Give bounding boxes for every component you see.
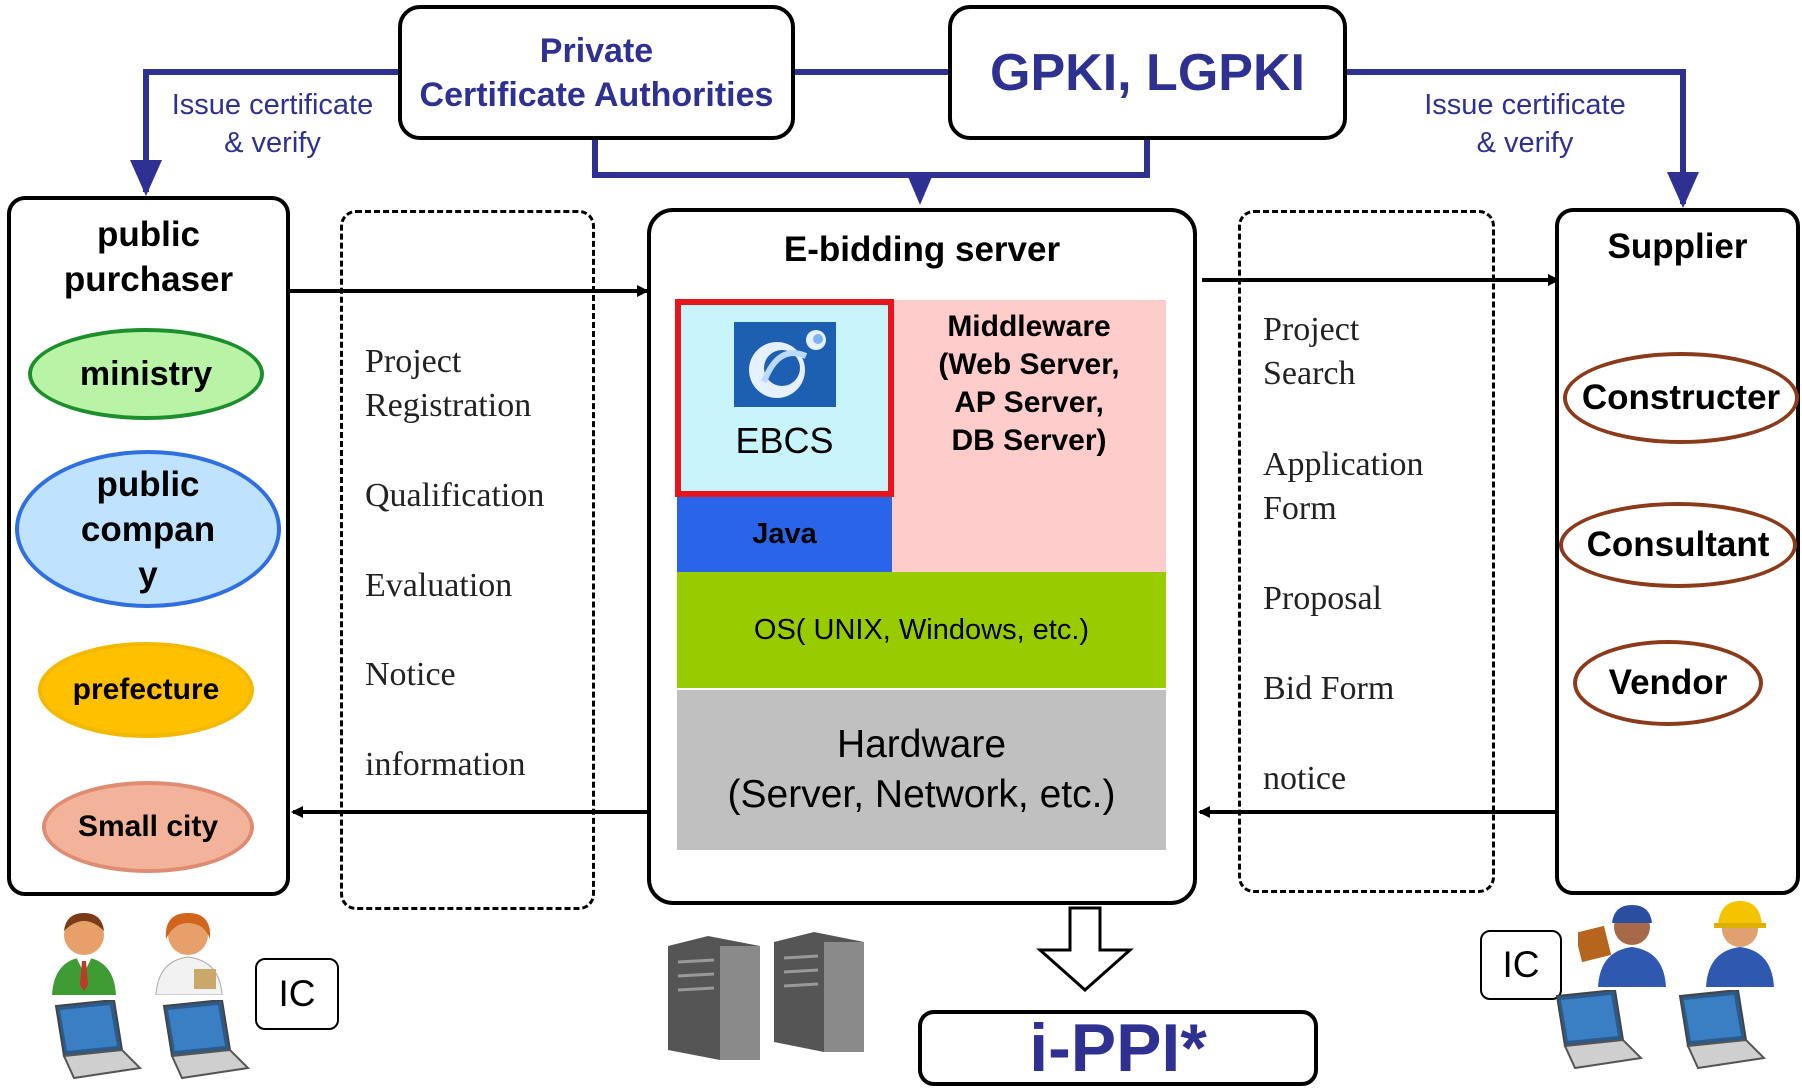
ca-to-server-arrow bbox=[906, 172, 934, 205]
purchaser-item-ministry: ministry bbox=[28, 328, 264, 420]
issue-label-right: Issue certificate & verify bbox=[1424, 89, 1626, 159]
supplier-flow-box bbox=[1238, 210, 1495, 893]
issue-line-right bbox=[1347, 69, 1686, 204]
supplier-title: Supplier bbox=[1607, 227, 1748, 266]
middleware-label: Middleware (Web Server, AP Server, DB Se… bbox=[938, 310, 1120, 457]
laptop-icon bbox=[44, 998, 143, 1085]
ic-label-left: IC bbox=[278, 973, 316, 1014]
ebcs-logo-icon bbox=[734, 322, 836, 407]
server-title: E-bidding server bbox=[783, 230, 1061, 269]
laptop-icon bbox=[152, 998, 251, 1085]
java-layer: Java bbox=[677, 496, 892, 572]
issue-arrow-right bbox=[1667, 172, 1699, 208]
supplier-step-proposal: Proposal bbox=[1263, 580, 1382, 617]
laptop-icon bbox=[1545, 988, 1644, 1075]
ic-box-left: IC bbox=[255, 958, 339, 1030]
ippi-box: i-PPI* bbox=[918, 1010, 1318, 1086]
os-layer: OS( UNIX, Windows, etc.) bbox=[677, 572, 1166, 688]
issue-label-left: Issue certificate & verify bbox=[171, 89, 374, 159]
supplier-builder-icon bbox=[1700, 895, 1780, 992]
hardware-label: Hardware (Server, Network, etc.) bbox=[727, 723, 1116, 816]
private-ca-label: Private Certificate Authorities bbox=[419, 31, 774, 114]
supplier-item-constructer: Constructer bbox=[1563, 352, 1799, 444]
ippi-label: i-PPI* bbox=[1029, 1010, 1207, 1086]
purchaser-step-qualification: Qualification bbox=[365, 477, 545, 514]
purchaser-item-small-city: Small city bbox=[42, 781, 254, 873]
purchaser-user-icon bbox=[44, 905, 124, 1000]
private-ca-box: Private Certificate Authorities bbox=[398, 5, 795, 140]
laptop-icon bbox=[1668, 988, 1767, 1075]
purchaser-staff-icon bbox=[150, 905, 232, 1000]
supplier-step-application-form: Application Form bbox=[1263, 446, 1424, 527]
purchaser-step-notice: Notice bbox=[365, 656, 456, 693]
middleware-layer bbox=[892, 300, 1166, 572]
java-label: Java bbox=[752, 517, 817, 550]
output-arrow bbox=[1036, 906, 1134, 993]
purchaser-item-prefecture: prefecture bbox=[38, 642, 254, 738]
purchaser-step-information: information bbox=[365, 746, 526, 783]
ebcs-label: EBCS bbox=[735, 420, 834, 461]
supplier-step-project-search: Project Search bbox=[1263, 311, 1360, 392]
os-label: OS( UNIX, Windows, etc.) bbox=[753, 613, 1090, 646]
hardware-layer: Hardware (Server, Network, etc.) bbox=[677, 690, 1166, 850]
supplier-item-vendor: Vendor bbox=[1573, 640, 1763, 726]
supplier-item-consultant: Consultant bbox=[1559, 502, 1797, 588]
purchaser-step-evaluation: Evaluation bbox=[365, 567, 513, 604]
purchaser-step-registration: Project Registration bbox=[365, 343, 532, 424]
supplier-step-notice: notice bbox=[1263, 760, 1347, 797]
purchaser-item-public-company: public compan y bbox=[15, 450, 281, 608]
purchaser-flow-box bbox=[340, 210, 595, 910]
issue-line-left bbox=[143, 69, 398, 192]
gpki-label: GPKI, LGPKI bbox=[990, 43, 1305, 102]
ic-label-right: IC bbox=[1502, 944, 1540, 985]
gpki-box: GPKI, LGPKI bbox=[948, 5, 1347, 140]
issue-arrow-left bbox=[130, 160, 162, 196]
supplier-step-bid-form: Bid Form bbox=[1263, 670, 1395, 707]
server-rack-icon bbox=[668, 932, 866, 1067]
ca-to-server-line bbox=[592, 140, 1150, 178]
ic-box-right: IC bbox=[1480, 930, 1562, 1000]
supplier-worker-icon bbox=[1574, 895, 1672, 992]
purchaser-title: public purchaser bbox=[63, 215, 234, 299]
